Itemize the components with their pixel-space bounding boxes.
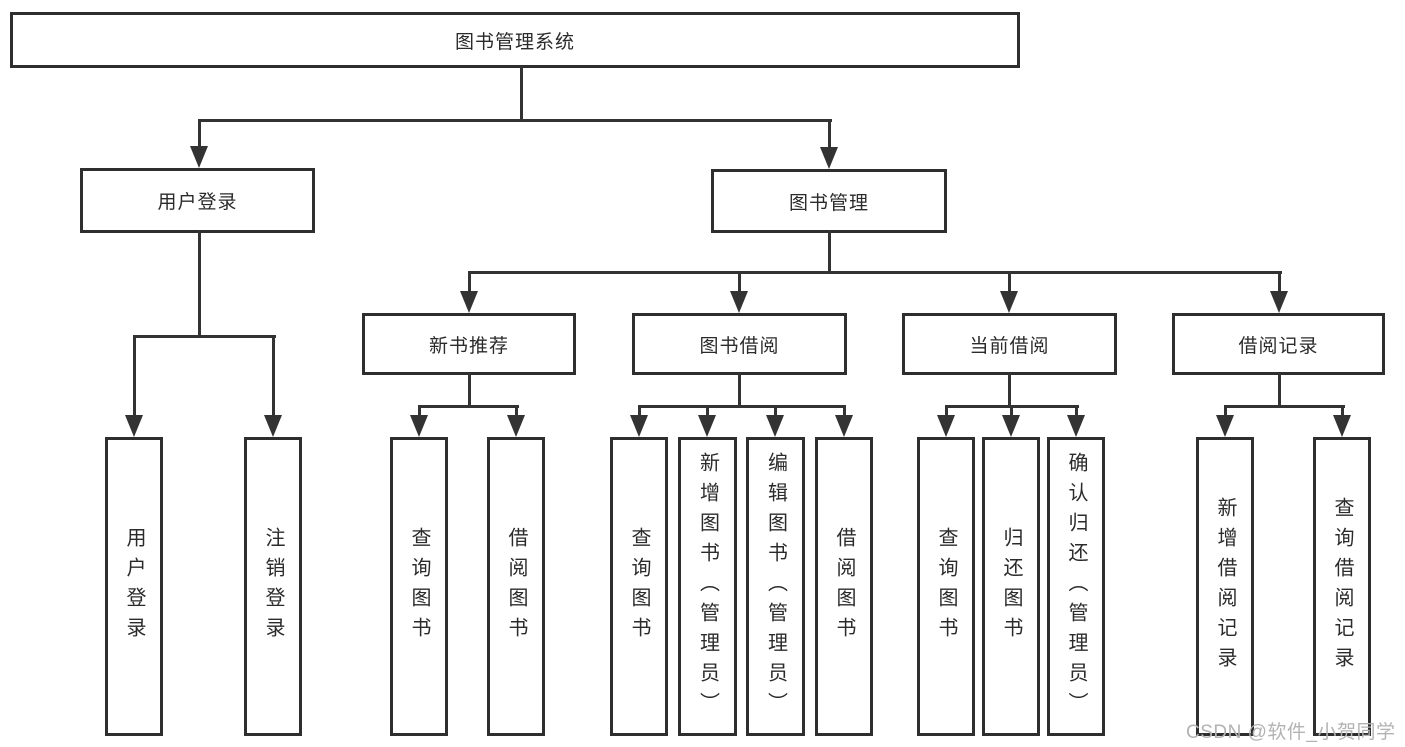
connector-line — [828, 230, 831, 274]
leaf-query-books-2-label: 查询图书 — [628, 526, 650, 647]
connector-line — [1278, 373, 1281, 408]
connector-line — [133, 335, 276, 338]
connector-line — [515, 405, 518, 418]
connector-line — [945, 405, 948, 418]
connector-line — [1341, 405, 1344, 418]
leaf-query-books-1: 查询图书 — [390, 437, 448, 736]
leaf-borrow-books-1-label: 借阅图书 — [505, 526, 527, 647]
arrow-down-icon — [125, 415, 143, 437]
connector-line — [272, 335, 275, 418]
connector-line — [1075, 405, 1078, 418]
connector-line — [520, 66, 523, 121]
leaf-user-login-label: 用户登录 — [123, 526, 145, 647]
leaf-return-book: 归还图书 — [982, 437, 1040, 736]
node-current-borrow: 当前借阅 — [902, 313, 1117, 375]
connector-line — [738, 271, 741, 294]
connector-line — [738, 373, 741, 408]
leaf-add-borrow-record: 新增借阅记录 — [1196, 437, 1254, 736]
leaf-query-books-3: 查询图书 — [917, 437, 975, 736]
leaf-query-books-2: 查询图书 — [610, 437, 668, 736]
arrow-down-icon — [1333, 415, 1351, 437]
connector-line — [418, 405, 519, 408]
connector-line — [774, 405, 777, 418]
leaf-borrow-books-2-label: 借阅图书 — [833, 526, 855, 647]
connector-line — [1224, 405, 1345, 408]
arrow-down-icon — [410, 415, 428, 437]
connector-line — [828, 119, 831, 150]
connector-line — [468, 271, 1282, 274]
connector-line — [198, 119, 201, 149]
node-root-label: 图书管理系统 — [454, 31, 575, 53]
connector-line — [1224, 405, 1227, 418]
arrow-down-icon — [460, 291, 478, 313]
leaf-logout-login: 注销登录 — [244, 437, 302, 736]
leaf-add-borrow-record-label: 新增借阅记录 — [1214, 496, 1236, 677]
leaf-borrow-books-2: 借阅图书 — [815, 437, 873, 736]
arrow-down-icon — [1067, 415, 1085, 437]
connector-line — [418, 405, 421, 418]
leaf-return-book-label: 归还图书 — [1000, 526, 1022, 647]
connector-line — [468, 271, 471, 294]
arrow-down-icon — [1216, 415, 1234, 437]
node-book-management-label: 图书管理 — [788, 192, 869, 214]
arrow-down-icon — [507, 415, 525, 437]
node-root: 图书管理系统 — [10, 12, 1020, 68]
connector-line — [843, 405, 846, 418]
leaf-confirm-return-admin: 确认归还（管理员） — [1047, 437, 1105, 736]
leaf-edit-book-admin: 编辑图书（管理员） — [746, 437, 805, 736]
arrow-down-icon — [1002, 415, 1020, 437]
connector-line — [1008, 271, 1011, 294]
node-new-book-recommend-label: 新书推荐 — [428, 335, 509, 357]
connector-line — [1278, 271, 1281, 294]
arrow-down-icon — [937, 415, 955, 437]
arrow-down-icon — [698, 415, 716, 437]
leaf-query-borrow-record: 查询借阅记录 — [1313, 437, 1371, 736]
node-new-book-recommend: 新书推荐 — [362, 313, 576, 375]
node-user-login-label: 用户登录 — [157, 192, 238, 213]
arrow-down-icon — [730, 291, 748, 313]
connector-line — [638, 405, 641, 418]
leaf-user-login: 用户登录 — [105, 437, 163, 736]
leaf-confirm-return-admin-label: 确认归还（管理员） — [1065, 451, 1087, 722]
arrow-down-icon — [190, 146, 208, 168]
arrow-down-icon — [835, 415, 853, 437]
node-user-login: 用户登录 — [80, 168, 315, 233]
leaf-edit-book-admin-label: 编辑图书（管理员） — [764, 451, 787, 722]
leaf-query-borrow-record-label: 查询借阅记录 — [1331, 496, 1353, 677]
leaf-query-books-3-label: 查询图书 — [935, 526, 957, 647]
leaf-add-book-admin-label: 新增图书（管理员） — [696, 451, 719, 722]
connector-line — [1008, 373, 1011, 408]
connector-line — [1010, 405, 1013, 418]
leaf-logout-login-label: 注销登录 — [262, 526, 284, 647]
arrow-down-icon — [766, 415, 784, 437]
connector-line — [706, 405, 709, 418]
node-borrow-records: 借阅记录 — [1172, 313, 1385, 375]
watermark: CSDN @软件_小贺同学 — [1186, 722, 1396, 743]
leaf-borrow-books-1: 借阅图书 — [487, 437, 545, 736]
node-book-management: 图书管理 — [711, 169, 947, 233]
connector-line — [638, 405, 846, 408]
leaf-query-books-1-label: 查询图书 — [408, 526, 430, 647]
connector-line — [198, 119, 832, 122]
arrow-down-icon — [630, 415, 648, 437]
leaf-add-book-admin: 新增图书（管理员） — [678, 437, 737, 736]
arrow-down-icon — [1270, 291, 1288, 313]
node-borrow-records-label: 借阅记录 — [1238, 335, 1319, 357]
arrow-down-icon — [820, 147, 838, 169]
arrow-down-icon — [1000, 291, 1018, 313]
node-book-borrow-label: 图书借阅 — [699, 335, 780, 357]
node-current-borrow-label: 当前借阅 — [969, 335, 1050, 357]
connector-line — [198, 230, 201, 338]
node-book-borrow: 图书借阅 — [632, 313, 847, 375]
connector-line — [133, 335, 136, 418]
connector-line — [468, 373, 471, 408]
arrow-down-icon — [264, 415, 282, 437]
